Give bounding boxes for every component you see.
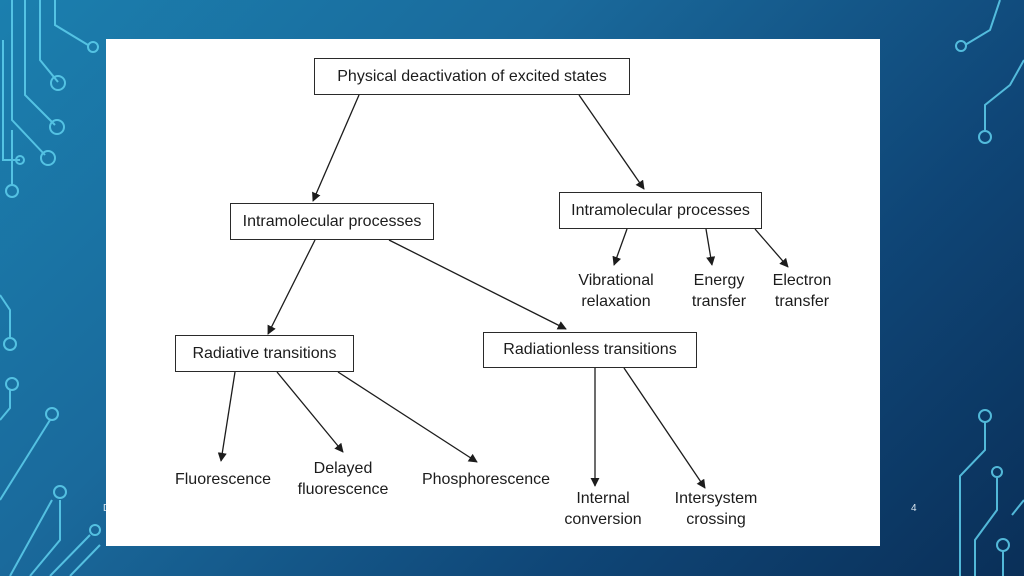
arrow-right-to-energy [705, 228, 716, 266]
arrow-root-to-left [312, 94, 360, 202]
diagram-panel: Physical deactivation of excited states … [106, 39, 880, 546]
diagram-arrows [217, 94, 789, 489]
leaf-internal-conversion: Internal conversion [564, 490, 642, 528]
arrow-left-to-radiationless [388, 239, 567, 330]
leaf-vibrational-relaxation: Vibrational relaxation [578, 272, 654, 310]
leaf-phosphorescence: Phosphorescence [421, 471, 551, 488]
root-box: Physical deactivation of excited states [314, 58, 630, 95]
arrow-left-to-radiative [267, 239, 316, 335]
radiative-box: Radiative transitions [175, 335, 354, 372]
arrow-radiationless-to-intersystem [623, 367, 706, 489]
leaf-energy-transfer: Energy transfer [691, 272, 747, 310]
leaf-delayed-fluorescence: Delayed fluorescence [297, 460, 389, 498]
leaf-electron-transfer: Electron transfer [772, 272, 832, 310]
arrow-radiative-to-phosphorescence [337, 371, 478, 463]
leaf-intersystem-crossing: Intersystem crossing [674, 490, 758, 528]
arrow-radiative-to-fluorescence [217, 371, 236, 462]
leaf-fluorescence: Fluorescence [174, 471, 272, 488]
left-branch-box: Intramolecular processes [230, 203, 434, 240]
right-branch-box: Intramolecular processes [559, 192, 762, 229]
arrow-right-to-vibrational [612, 228, 628, 266]
arrow-right-to-electron [754, 228, 789, 268]
arrow-radiative-to-delayed [276, 371, 344, 453]
radiationless-box: Radiationless transitions [483, 332, 697, 368]
arrow-root-to-right [578, 94, 645, 190]
page-number: 4 [911, 503, 917, 514]
